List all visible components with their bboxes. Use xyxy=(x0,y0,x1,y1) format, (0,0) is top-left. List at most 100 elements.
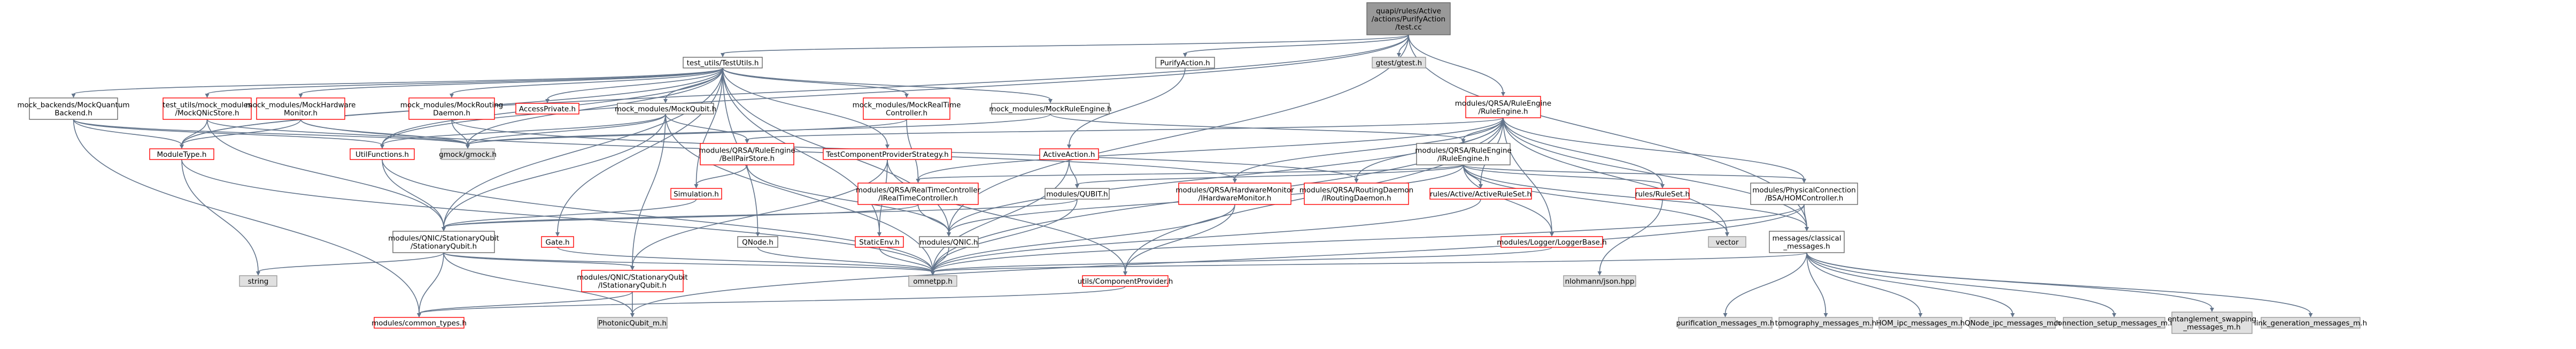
dependency-edge xyxy=(1503,117,1663,185)
node-box xyxy=(737,236,778,248)
graph-node-iqubit[interactable]: modules/QUBIT.h xyxy=(1045,188,1110,200)
dependency-arrowhead xyxy=(442,227,446,231)
graph-node-istationary-qubit[interactable]: modules/QNIC/StationaryQubit/IStationary… xyxy=(577,270,688,292)
dependency-arrowhead xyxy=(298,94,303,98)
dependency-edge xyxy=(932,247,949,272)
graph-node-stationary-qubit-h[interactable]: modules/QNIC/StationaryQubit/StationaryQ… xyxy=(388,231,499,253)
graph-node-qrsa-rule-engine[interactable]: modules/QRSA/RuleEngine/RuleEngine.h xyxy=(1455,96,1551,118)
node-label: mock_backends/MockQuantum xyxy=(17,101,129,110)
dependency-edge xyxy=(1463,164,1728,233)
graph-node-simulation[interactable]: Simulation.h xyxy=(670,188,722,200)
graph-node-ihw-monitor[interactable]: modules/QRSA/HardwareMonitor/IHardwareMo… xyxy=(1175,183,1294,205)
dependency-edge xyxy=(1503,117,1728,233)
node-box xyxy=(1635,188,1690,200)
node-label: utils/ComponentProvider.h xyxy=(1078,277,1173,286)
graph-node-static-env[interactable]: StaticEnv.h xyxy=(855,236,904,248)
dependency-arrowhead xyxy=(380,145,384,149)
graph-node-root[interactable]: quapi/rules/Active/actions/PurifyAction/… xyxy=(1366,2,1451,35)
graph-node-module-type[interactable]: ModuleType.h xyxy=(149,148,214,160)
node-label: TestComponentProviderStrategy.h xyxy=(825,150,948,159)
graph-node-hom-controller[interactable]: modules/PhysicalConnection/BSA/HOMContro… xyxy=(1750,183,1858,205)
dependency-arrowhead xyxy=(2112,313,2116,317)
graph-node-active-action[interactable]: ActiveAction.h xyxy=(1039,148,1099,160)
dependency-edge xyxy=(1234,117,1504,180)
dependency-arrowhead xyxy=(1123,271,1127,276)
graph-node-qnode[interactable]: QNode.h xyxy=(737,236,778,248)
graph-node-access-private[interactable]: AccessPrivate.h xyxy=(515,103,579,115)
node-label: Monitor.h xyxy=(284,109,318,118)
dependency-edge xyxy=(932,252,1807,272)
graph-node-component-provider[interactable]: utils/ComponentProvider.h xyxy=(1078,275,1173,287)
graph-node-bell-pair-store[interactable]: modules/QRSA/RuleEngine/BellPairStore.h xyxy=(699,143,795,165)
dependency-edge xyxy=(1806,252,2311,314)
graph-node-string: string xyxy=(239,275,277,287)
node-box xyxy=(1429,188,1532,200)
dependency-arrowhead xyxy=(904,94,909,98)
node-box xyxy=(855,236,904,248)
graph-node-vector: vector xyxy=(1708,236,1746,248)
node-label: /RuleEngine.h xyxy=(1478,108,1528,116)
graph-node-logger-base[interactable]: modules/Logger/LoggerBase.h xyxy=(1497,236,1607,248)
dependency-arrowhead xyxy=(630,313,635,317)
dependency-edge xyxy=(181,119,208,146)
dependency-edge xyxy=(1050,113,1464,140)
graph-node-mock-qubit[interactable]: mock_modules/MockQubit.h xyxy=(615,103,716,115)
dependency-arrowhead xyxy=(745,139,749,143)
node-box xyxy=(1500,236,1603,248)
node-box xyxy=(597,317,668,329)
dependency-arrowhead xyxy=(1805,227,1809,231)
node-box xyxy=(670,188,722,200)
dependency-edge xyxy=(1463,164,1663,185)
graph-node-common-types[interactable]: modules/common_types.h xyxy=(372,317,467,329)
graph-node-mock-qnic-store[interactable]: test_utils/mock_modules/MockQNicStore.h xyxy=(163,97,252,120)
dependency-edge xyxy=(932,204,1805,272)
node-label: /actions/PurifyAction xyxy=(1372,15,1445,24)
dependency-edge xyxy=(746,164,949,233)
dependency-edge xyxy=(917,204,949,233)
graph-node-mock-rule-engine[interactable]: mock_modules/MockRuleEngine.h xyxy=(989,103,1112,115)
dependency-edge xyxy=(382,159,444,228)
node-label: AccessPrivate.h xyxy=(519,105,576,113)
graph-node-ruleset[interactable]: rules/RuleSet.h xyxy=(1635,188,1690,200)
dependency-edge xyxy=(382,34,1409,146)
graph-node-irealtime[interactable]: modules/QRSA/RealTimeController/IRealTim… xyxy=(856,183,981,205)
graph-node-classical-messages[interactable]: messages/classical_messages.h xyxy=(1769,231,1845,253)
dependency-arrowhead xyxy=(1723,313,1728,317)
dependency-edge xyxy=(917,117,1504,180)
node-box xyxy=(1372,57,1426,69)
node-label: rules/Active/ActiveRuleSet.h xyxy=(1430,190,1531,199)
dependency-edge xyxy=(451,67,723,95)
graph-node-irouting[interactable]: modules/QRSA/RoutingDaemon/IRoutingDaemo… xyxy=(1299,183,1413,205)
dependency-edge xyxy=(722,67,1051,100)
dependency-edge xyxy=(73,67,723,95)
node-box xyxy=(1178,183,1291,205)
graph-node-irule-engine[interactable]: modules/QRSA/RuleEngine/IRuleEngine.h xyxy=(1415,143,1512,165)
graph-node-qnic[interactable]: modules/QNIC.h xyxy=(919,236,979,248)
dependency-edge xyxy=(467,119,907,146)
graph-node-test-utils[interactable]: test_utils/TestUtils.h xyxy=(683,57,763,69)
graph-node-nlohmann: nlohmann/json.hpp xyxy=(1563,275,1636,287)
graph-node-purify-action[interactable]: PurifyAction.h xyxy=(1155,57,1215,69)
graph-node-util-functions[interactable]: UtilFunctions.h xyxy=(350,148,415,160)
graph-node-active-ruleset[interactable]: rules/Active/ActiveRuleSet.h xyxy=(1429,188,1532,200)
dependency-edge xyxy=(722,67,888,146)
dependency-edge xyxy=(879,247,933,272)
node-box xyxy=(1304,183,1409,205)
node-label: UtilFunctions.h xyxy=(355,150,409,159)
graph-node-gate[interactable]: Gate.h xyxy=(541,236,574,248)
graph-nodes: quapi/rules/Active/actions/PurifyAction/… xyxy=(17,2,2367,334)
node-box xyxy=(863,97,950,120)
dependency-arrowhead xyxy=(663,99,668,103)
graph-node-link-gen-msgs: link_generation_messages_m.h xyxy=(2254,317,2367,329)
dependency-edge xyxy=(665,113,748,140)
node-label: /MockQNicStore.h xyxy=(175,109,239,118)
node-box xyxy=(2063,317,2165,329)
node-box xyxy=(2261,317,2361,329)
dependency-edge xyxy=(419,252,444,314)
node-box xyxy=(1039,148,1099,160)
graph-node-test-comp-provider[interactable]: TestComponentProviderStrategy.h xyxy=(823,148,952,160)
